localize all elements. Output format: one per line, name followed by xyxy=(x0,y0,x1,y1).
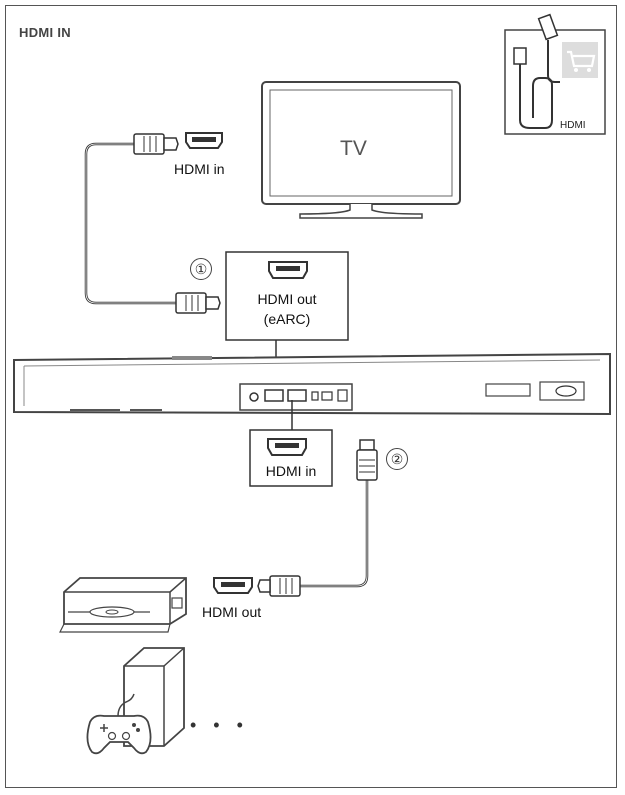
media-player-illustration xyxy=(59,577,187,633)
player-hdmi-port-icon xyxy=(213,577,253,594)
soundbar-out-label-line1: HDMI out xyxy=(257,291,317,307)
tv-label: TV xyxy=(340,137,367,160)
step-1-marker: ① xyxy=(190,258,212,280)
soundbar-in-callout xyxy=(249,400,333,487)
tv-hdmi-port-icon xyxy=(185,132,223,149)
soundbar-out-callout xyxy=(225,251,349,386)
cable-player-to-soundbar xyxy=(257,439,378,597)
page-frame xyxy=(5,5,617,788)
tv-illustration xyxy=(261,81,461,219)
accessory-label: HDMI xyxy=(560,120,586,131)
soundbar-in-label: HDMI in xyxy=(265,463,317,479)
accessory-cart-bg xyxy=(562,42,598,78)
soundbar-illustration xyxy=(13,352,611,416)
step-2-marker: ② xyxy=(386,448,408,470)
gamepad-icon xyxy=(86,693,152,755)
tv-hdmi-in-label: HDMI in xyxy=(174,161,225,177)
accessory-hdmi-cable xyxy=(504,13,606,135)
shopping-cart-icon xyxy=(567,50,596,72)
cable-tv-to-soundbar xyxy=(84,133,221,314)
player-hdmi-out-label: HDMI out xyxy=(202,604,262,620)
section-title: HDMI IN xyxy=(19,25,71,40)
soundbar-out-label-line2: (eARC) xyxy=(263,311,311,327)
more-devices-ellipsis: • • • xyxy=(190,715,249,735)
